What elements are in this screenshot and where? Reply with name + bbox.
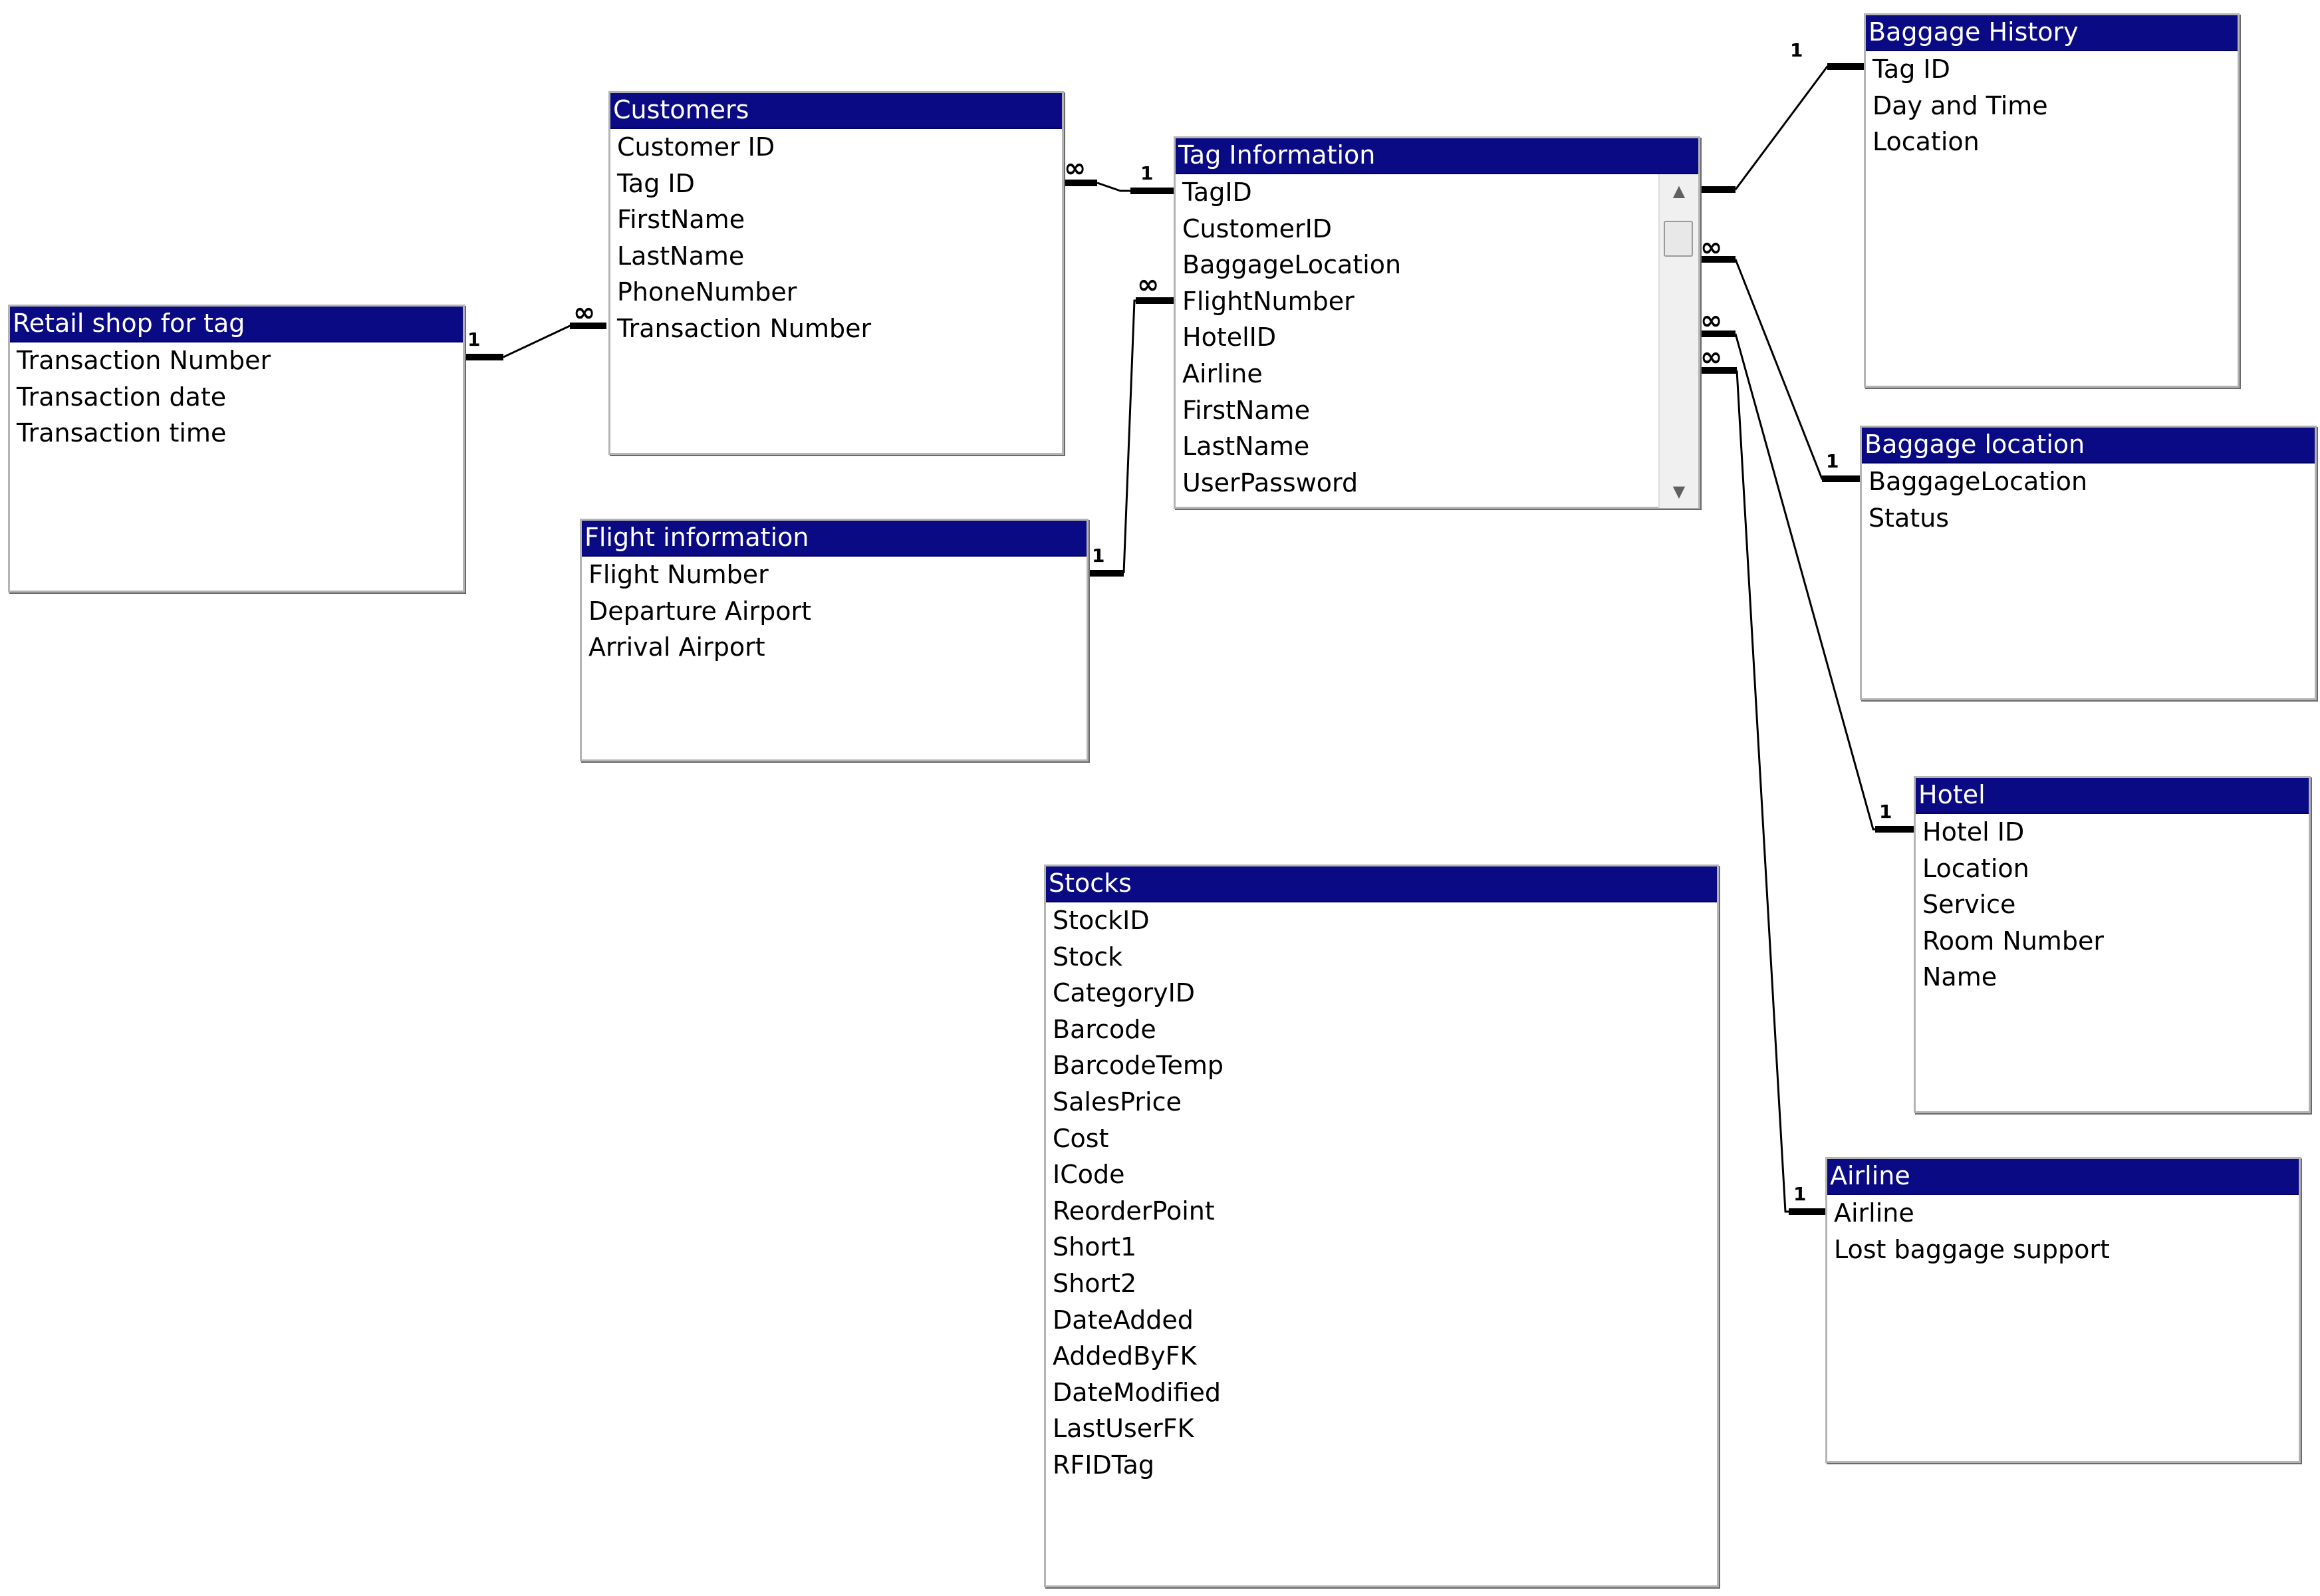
table-title[interactable]: Flight information — [582, 521, 1087, 557]
cardinality-many-label: ∞ — [1700, 305, 1723, 336]
field-row[interactable]: Location — [1922, 853, 2029, 883]
relation-tag-bagloc — [1699, 256, 1860, 482]
cardinality-many-label: ∞ — [1700, 342, 1723, 372]
table-hotel[interactable]: Hotel Hotel ID Location Service Room Num… — [1914, 776, 2311, 1113]
table-customers[interactable]: Customers Customer ID Tag ID FirstName L… — [608, 91, 1064, 455]
field-row[interactable]: Transaction date — [17, 382, 227, 412]
vertical-scrollbar[interactable]: ▲ ▼ — [1658, 174, 1698, 508]
relation-retail-customers — [463, 323, 606, 360]
table-baggage-location[interactable]: Baggage location BaggageLocation Status — [1860, 426, 2317, 700]
field-row[interactable]: CategoryID — [1053, 978, 1196, 1008]
cardinality-one-label: 1 — [1879, 801, 1892, 823]
table-title[interactable]: Retail shop for tag — [10, 307, 463, 342]
table-stocks[interactable]: Stocks StockID Stock CategoryID Barcode … — [1044, 864, 1719, 1587]
field-row[interactable]: ICode — [1053, 1160, 1125, 1190]
field-row[interactable]: BaggageLocation — [1182, 250, 1402, 280]
field-row[interactable]: FirstName — [617, 205, 745, 235]
relation-flight-tag — [1089, 297, 1174, 577]
table-tag-information[interactable]: Tag Information TagID CustomerID Baggage… — [1174, 136, 1700, 509]
cardinality-one-label: 1 — [1826, 450, 1839, 472]
field-row[interactable]: Transaction time — [17, 418, 227, 448]
table-flight-information[interactable]: Flight information Flight Number Departu… — [580, 519, 1089, 761]
table-baggage-history[interactable]: Baggage History Tag ID Day and Time Loca… — [1864, 13, 2240, 388]
table-title[interactable]: Baggage History — [1866, 15, 2238, 51]
scroll-thumb[interactable] — [1664, 221, 1693, 257]
field-row[interactable]: Name — [1922, 962, 1998, 992]
field-row[interactable]: Airline — [1834, 1198, 1914, 1228]
cardinality-one-label: 1 — [1092, 545, 1105, 567]
field-row[interactable]: Short1 — [1053, 1232, 1137, 1262]
table-title[interactable]: Tag Information — [1176, 138, 1698, 174]
field-row[interactable]: Transaction Number — [17, 346, 271, 375]
cardinality-one-label: 1 — [1790, 39, 1803, 61]
field-row[interactable]: ReorderPoint — [1053, 1196, 1215, 1226]
field-row[interactable]: Status — [1869, 503, 1950, 533]
field-row[interactable]: Hotel ID — [1922, 817, 2025, 847]
field-row[interactable]: PhoneNumber — [617, 277, 797, 307]
field-row[interactable]: RFIDTag — [1053, 1450, 1155, 1480]
field-row[interactable]: AddedByFK — [1053, 1341, 1197, 1371]
table-title[interactable]: Airline — [1827, 1159, 2299, 1195]
cardinality-one-label: 1 — [1140, 162, 1154, 184]
field-row[interactable]: Stock — [1053, 942, 1123, 972]
cardinality-many-label: ∞ — [1064, 153, 1087, 184]
field-row[interactable]: Tag ID — [1872, 55, 1950, 84]
field-row[interactable]: UserPassword — [1182, 467, 1358, 497]
field-row[interactable]: BaggageLocation — [1869, 467, 2088, 496]
cardinality-one-label: 1 — [467, 329, 481, 350]
field-row[interactable]: Day and Time — [1872, 90, 2048, 120]
field-row[interactable]: SalesPrice — [1053, 1087, 1182, 1117]
relation-customers-tag — [1064, 180, 1174, 194]
scroll-down-arrow-icon[interactable]: ▼ — [1672, 482, 1686, 501]
field-row[interactable]: Location — [1872, 127, 1980, 157]
field-row[interactable]: DateModified — [1053, 1377, 1221, 1407]
table-title[interactable]: Stocks — [1046, 866, 1717, 902]
relation-tag-hotel — [1699, 331, 1914, 833]
field-row[interactable]: Barcode — [1053, 1014, 1156, 1044]
field-row[interactable]: LastName — [1182, 432, 1310, 462]
field-row[interactable]: StockID — [1053, 906, 1150, 935]
field-row[interactable]: Room Number — [1922, 926, 2104, 956]
table-title[interactable]: Customers — [610, 93, 1062, 129]
field-row[interactable]: DateAdded — [1053, 1305, 1194, 1335]
cardinality-many-label: ∞ — [573, 297, 596, 328]
field-row[interactable]: Transaction Number — [617, 313, 872, 343]
table-retail-shop[interactable]: Retail shop for tag Transaction Number T… — [8, 305, 465, 593]
field-row[interactable]: FirstName — [1182, 395, 1311, 425]
table-title[interactable]: Hotel — [1916, 778, 2309, 814]
field-row[interactable]: CustomerID — [1182, 213, 1333, 243]
field-row[interactable]: Customer ID — [617, 132, 775, 162]
field-row[interactable]: Service — [1922, 890, 2016, 920]
field-row[interactable]: FlightNumber — [1182, 286, 1354, 316]
cardinality-many-label: ∞ — [1700, 232, 1723, 263]
field-row[interactable]: Airline — [1182, 358, 1263, 388]
relation-tag-history — [1699, 63, 1864, 193]
field-row[interactable]: LastName — [617, 241, 745, 271]
field-row[interactable]: TagID — [1182, 178, 1252, 207]
field-row[interactable]: BarcodeTemp — [1053, 1051, 1224, 1081]
relation-tag-airline — [1699, 367, 1825, 1215]
field-row[interactable]: Cost — [1053, 1123, 1109, 1153]
cardinality-many-label: ∞ — [1137, 269, 1160, 300]
field-row[interactable]: Arrival Airport — [588, 632, 765, 662]
table-airline[interactable]: Airline Airline Lost baggage support — [1825, 1157, 2301, 1463]
field-row[interactable]: Tag ID — [617, 168, 695, 198]
field-row[interactable]: Flight Number — [588, 560, 769, 589]
table-title[interactable]: Baggage location — [1862, 428, 2315, 464]
field-row[interactable]: HotelID — [1182, 323, 1277, 352]
cardinality-one-label: 1 — [1793, 1183, 1807, 1205]
field-row[interactable]: Departure Airport — [588, 596, 811, 626]
field-row[interactable]: Lost baggage support — [1834, 1234, 2110, 1264]
field-row[interactable]: Short2 — [1053, 1268, 1137, 1298]
scroll-up-arrow-icon[interactable]: ▲ — [1672, 182, 1686, 200]
field-row[interactable]: LastUserFK — [1053, 1414, 1194, 1444]
